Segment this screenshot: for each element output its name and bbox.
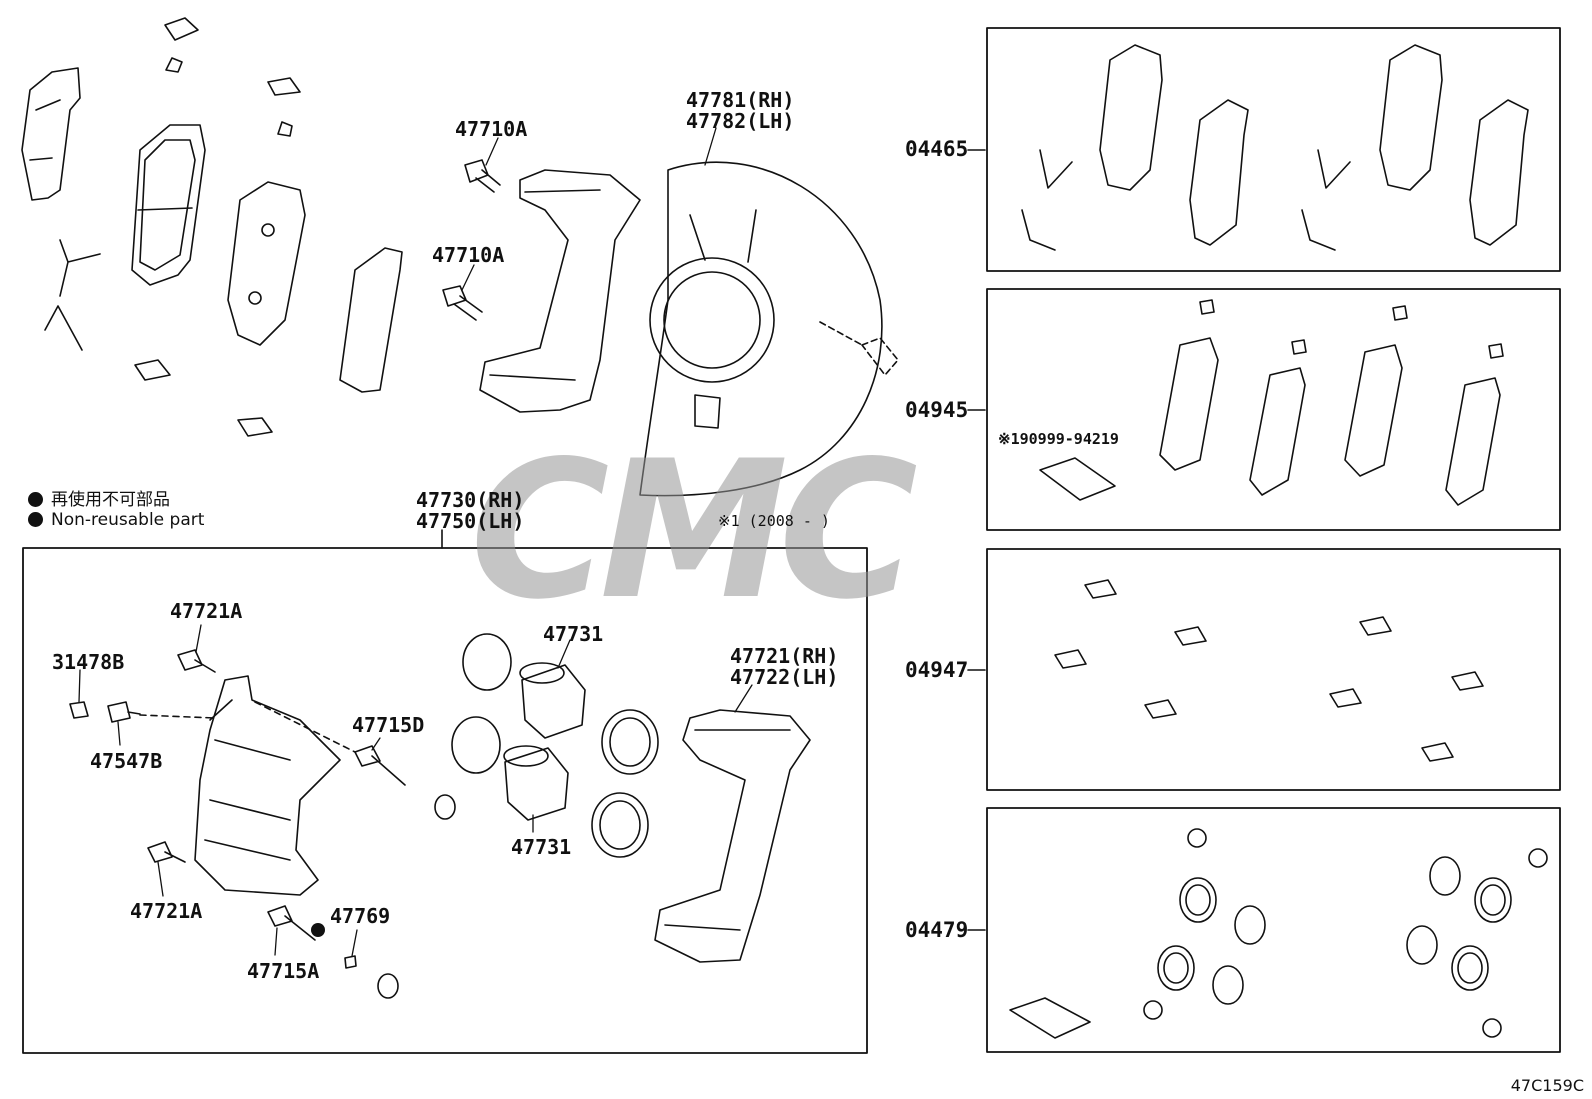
kit-box-04479 (986, 807, 1561, 1053)
label-47721A-top: 47721A (170, 599, 243, 623)
label-47750: 47750(LH) (416, 509, 525, 533)
kit-code-04945: 04945 (905, 398, 969, 422)
kit-04465-pads (1021, 44, 1529, 251)
caliper-assembly-frame (22, 547, 868, 1054)
brake-pad-inner (227, 181, 306, 346)
kit-04945-subpart: ※190999-94219 (998, 430, 1119, 448)
kit-04945-shims (1039, 299, 1504, 506)
disc-dust-cover (639, 161, 883, 497)
label-47710A-upper: 47710A (455, 117, 528, 141)
label-47710A-lower: 47710A (432, 243, 505, 267)
piston-seals (451, 633, 659, 858)
caliper-body (194, 675, 341, 896)
label-47769: 47769 (330, 904, 391, 928)
pistons (503, 662, 586, 821)
leader-lines (78, 127, 753, 957)
kit-code-04479: 04479 (905, 918, 969, 942)
non-reusable-marker (311, 923, 325, 937)
kit-box-04947 (986, 548, 1561, 791)
pad-wear-springs (44, 239, 101, 351)
legend-jp-text: 再使用不可部品 (51, 490, 170, 510)
kit-04479-seals (1009, 828, 1548, 1039)
bullet-icon (28, 512, 43, 527)
caliper-bolts (147, 649, 406, 941)
legend-jp: 再使用不可部品 (28, 485, 170, 510)
legend-en: Non-reusable part (28, 510, 204, 530)
label-47731-top: 47731 (543, 622, 604, 646)
label-47781: 47781(RH) (686, 88, 795, 112)
label-47731-bottom: 47731 (511, 835, 572, 859)
label-47730: 47730(RH) (416, 488, 525, 512)
brake-pad-outer (131, 124, 206, 286)
label-47715D: 47715D (352, 713, 425, 737)
label-31478B: 31478B (52, 650, 125, 674)
year-note: ※1 (2008 - ) (718, 512, 830, 530)
bolt-47710A-upper (464, 159, 501, 193)
watermark: CMC (470, 420, 918, 641)
label-47715A: 47715A (247, 959, 320, 983)
caliper-bracket-lower (654, 709, 811, 963)
label-47722: 47722(LH) (730, 665, 839, 689)
bullet-icon (28, 492, 43, 507)
label-47782: 47782(LH) (686, 109, 795, 133)
label-47721A-bottom: 47721A (130, 899, 203, 923)
kit-04947-clips (1054, 579, 1484, 762)
anti-squeal-shim (339, 247, 403, 393)
outer-pad-left-shim (21, 67, 81, 201)
kit-box-04945 (986, 288, 1561, 531)
bleeder-plug-and-screw (69, 701, 356, 753)
boot-seals-small (344, 794, 456, 999)
caliper-bracket-upper (479, 169, 641, 413)
legend-en-text: Non-reusable part (51, 510, 205, 530)
kit-code-04947: 04947 (905, 658, 969, 682)
label-47547B: 47547B (90, 749, 163, 773)
kit-code-04465: 04465 (905, 137, 969, 161)
bolt-47710A-lower (442, 285, 483, 321)
drawing-code: 47C159C (1510, 1076, 1584, 1095)
kit-box-04465 (986, 27, 1561, 272)
label-47721: 47721(RH) (730, 644, 839, 668)
dust-cover-bolt (819, 321, 899, 376)
pad-support-clips (134, 17, 301, 437)
